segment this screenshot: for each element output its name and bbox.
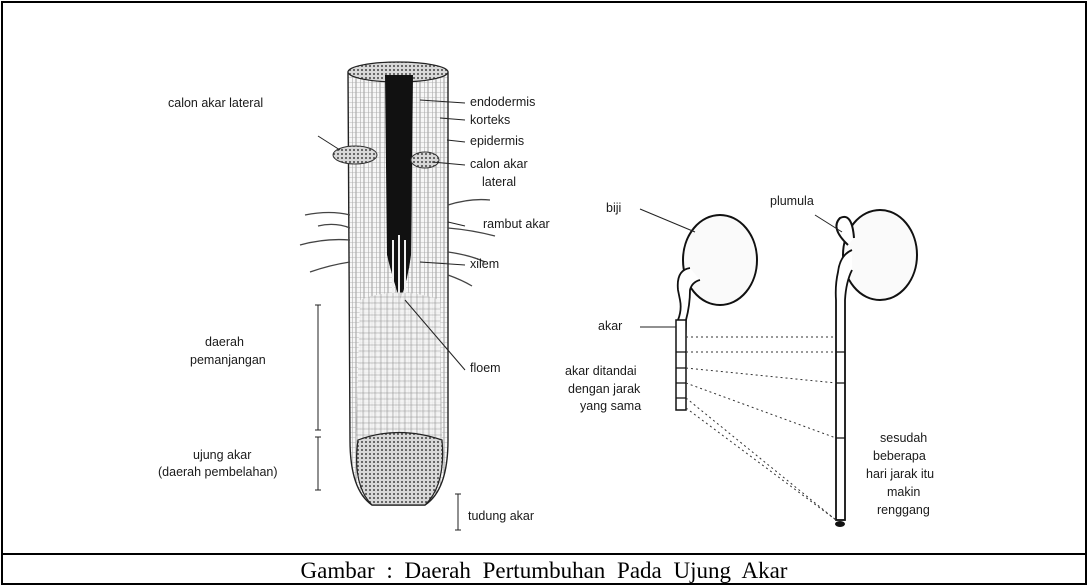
root-tip-drawing — [300, 62, 495, 505]
seedling-initial — [676, 215, 757, 410]
lateral-root-primordium-right — [411, 152, 439, 168]
label-plumula: plumula — [770, 194, 814, 208]
figure-caption: Gambar : Daerah Pertumbuhan Pada Ujung A… — [3, 556, 1085, 586]
growth-dotted-lines — [686, 337, 836, 520]
root-tip-later — [835, 521, 845, 527]
label-lateral: lateral — [482, 175, 516, 189]
label-dengan-jarak: dengan jarak — [568, 382, 641, 396]
label-daerah: daerah — [205, 335, 244, 349]
label-beberapa: beberapa — [873, 449, 926, 463]
label-epidermis: epidermis — [470, 134, 524, 148]
label-ujung-akar: ujung akar — [193, 448, 251, 462]
label-pemanjangan: pemanjangan — [190, 353, 266, 367]
label-rambut-akar: rambut akar — [483, 217, 550, 231]
label-xilem: xilem — [470, 257, 499, 271]
label-daerah-pembelahan: (daerah pembelahan) — [158, 465, 278, 479]
label-makin: makin — [887, 485, 920, 499]
caption-divider — [3, 553, 1085, 555]
label-sesudah: sesudah — [880, 431, 927, 445]
hypocotyl-later — [836, 250, 852, 520]
label-hari-jarak-itu: hari jarak itu — [866, 467, 934, 481]
plumule — [836, 217, 854, 245]
root-growth-diagram: calon akar lateral endodermis korteks ep… — [0, 0, 1090, 550]
label-endodermis: endodermis — [470, 95, 535, 109]
label-floem: floem — [470, 361, 501, 375]
label-calon-akar-lateral-left: calon akar lateral — [168, 96, 263, 110]
label-tudung-akar: tudung akar — [468, 509, 534, 523]
label-yang-sama: yang sama — [580, 399, 641, 413]
root-initial — [676, 320, 686, 410]
seed-later — [843, 210, 917, 300]
lateral-root-primordium-left — [333, 146, 377, 164]
label-korteks: korteks — [470, 113, 510, 127]
label-akar: akar — [598, 319, 622, 333]
root-hairs-left — [300, 213, 350, 273]
root-hairs-right — [448, 200, 495, 286]
label-akar-ditandai: akar ditandai — [565, 364, 637, 378]
root-cap — [357, 433, 443, 506]
label-calon-akar: calon akar — [470, 157, 528, 171]
label-renggang: renggang — [877, 503, 930, 517]
label-biji: biji — [606, 201, 621, 215]
seed-initial — [683, 215, 757, 305]
